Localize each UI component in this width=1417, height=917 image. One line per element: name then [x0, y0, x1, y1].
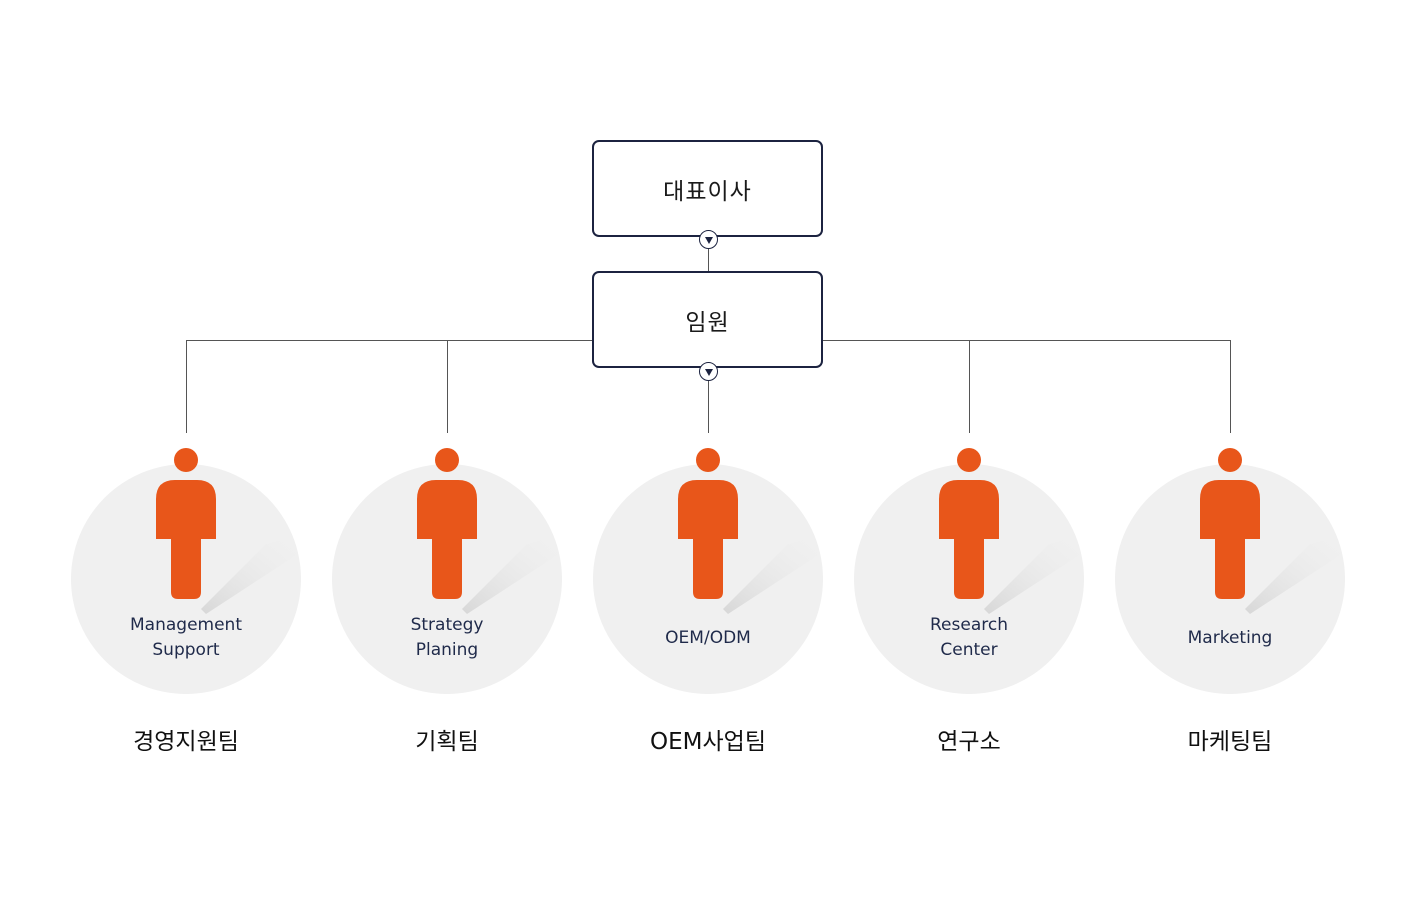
person-body	[417, 480, 477, 599]
person-icon	[156, 448, 216, 599]
person-icon	[939, 448, 999, 599]
department-research-center: Research Center 연구소	[853, 446, 1085, 766]
person-body	[1200, 480, 1260, 599]
department-english-label: OEM/ODM	[665, 627, 751, 648]
department-english-label: Management Support	[130, 615, 242, 660]
department-english-label: Marketing	[1187, 627, 1273, 648]
department-korean-label: 경영지원팀	[133, 729, 239, 755]
ceo-box: 대표이사	[592, 140, 823, 237]
department-strategy-planning: Strategy Planing 기획팀	[331, 446, 563, 766]
connector-drop-2	[447, 340, 448, 433]
executive-label: 임원	[685, 309, 730, 336]
connector-drop-4	[969, 340, 970, 433]
department-english-label: Strategy Planing	[410, 615, 484, 660]
department-korean-label: 마케팅팀	[1187, 729, 1273, 755]
person-head	[1218, 448, 1242, 472]
connector-horizontal-left	[186, 340, 592, 341]
person-body	[678, 480, 738, 599]
department-english-label: Research Center	[930, 615, 1008, 660]
department-management-support: Management Support 경영지원팀	[70, 446, 302, 766]
connector-drop-3	[708, 380, 709, 433]
person-head	[174, 448, 198, 472]
department-korean-label: OEM사업팀	[650, 729, 766, 755]
connector-horizontal-right	[823, 340, 1231, 341]
person-icon	[678, 448, 738, 599]
department-korean-label: 연구소	[937, 729, 1001, 755]
connector-drop-1	[186, 340, 187, 433]
person-body	[156, 480, 216, 599]
executive-box: 임원	[592, 271, 823, 368]
person-body	[939, 480, 999, 599]
department-oem-odm: OEM/ODM OEM사업팀	[592, 446, 824, 766]
connector-drop-5	[1230, 340, 1231, 433]
ceo-label: 대표이사	[663, 178, 752, 205]
person-head	[696, 448, 720, 472]
person-icon	[417, 448, 477, 599]
chevron-down-icon[interactable]	[699, 230, 718, 249]
person-head	[957, 448, 981, 472]
chevron-down-icon[interactable]	[699, 362, 718, 381]
department-korean-label: 기획팀	[415, 729, 479, 755]
person-icon	[1200, 448, 1260, 599]
connector-ceo-exec	[708, 249, 709, 271]
person-head	[435, 448, 459, 472]
department-marketing: Marketing 마케팅팀	[1114, 446, 1346, 766]
